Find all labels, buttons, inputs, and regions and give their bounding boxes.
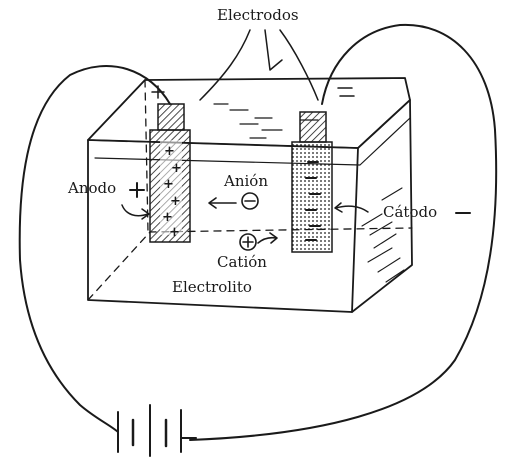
electrodes-label: Electrodos xyxy=(217,6,299,24)
cathode-pointer-arrow xyxy=(335,205,369,213)
svg-text:+: + xyxy=(162,210,173,225)
battery-icon xyxy=(117,404,197,457)
circuit-wire-left xyxy=(18,65,171,433)
anion-label: Anión xyxy=(224,172,268,190)
anode-pointer-head xyxy=(141,208,150,220)
positive-sign-icon xyxy=(129,182,145,198)
circuit-wire-right xyxy=(189,23,498,441)
svg-text:+: + xyxy=(171,161,182,176)
cation-label: Catión xyxy=(217,253,267,271)
anion-arrow-icon xyxy=(208,197,237,209)
svg-text:+: + xyxy=(163,177,174,192)
cathode-electrode xyxy=(291,111,333,253)
electrodes-pointer-left xyxy=(199,29,251,101)
electrolyte-label: Electrolito xyxy=(172,278,252,296)
anode-label: Anodo xyxy=(68,179,117,197)
cation-charge-icon xyxy=(239,233,257,251)
svg-text:+: + xyxy=(170,194,181,209)
cation-arrow-icon xyxy=(257,232,278,244)
cathode-label: Cátodo xyxy=(383,203,438,221)
cathode-pointer-head xyxy=(334,202,343,213)
anode-electrode: + + + + + + xyxy=(149,103,191,243)
svg-text:+: + xyxy=(169,225,180,240)
electrodes-pointer-right xyxy=(279,29,319,101)
anion-charge-icon xyxy=(241,192,259,210)
electrodes-pointer-middle xyxy=(264,29,283,71)
svg-text:+: + xyxy=(164,144,175,159)
anode-pointer-arrow xyxy=(121,204,149,217)
